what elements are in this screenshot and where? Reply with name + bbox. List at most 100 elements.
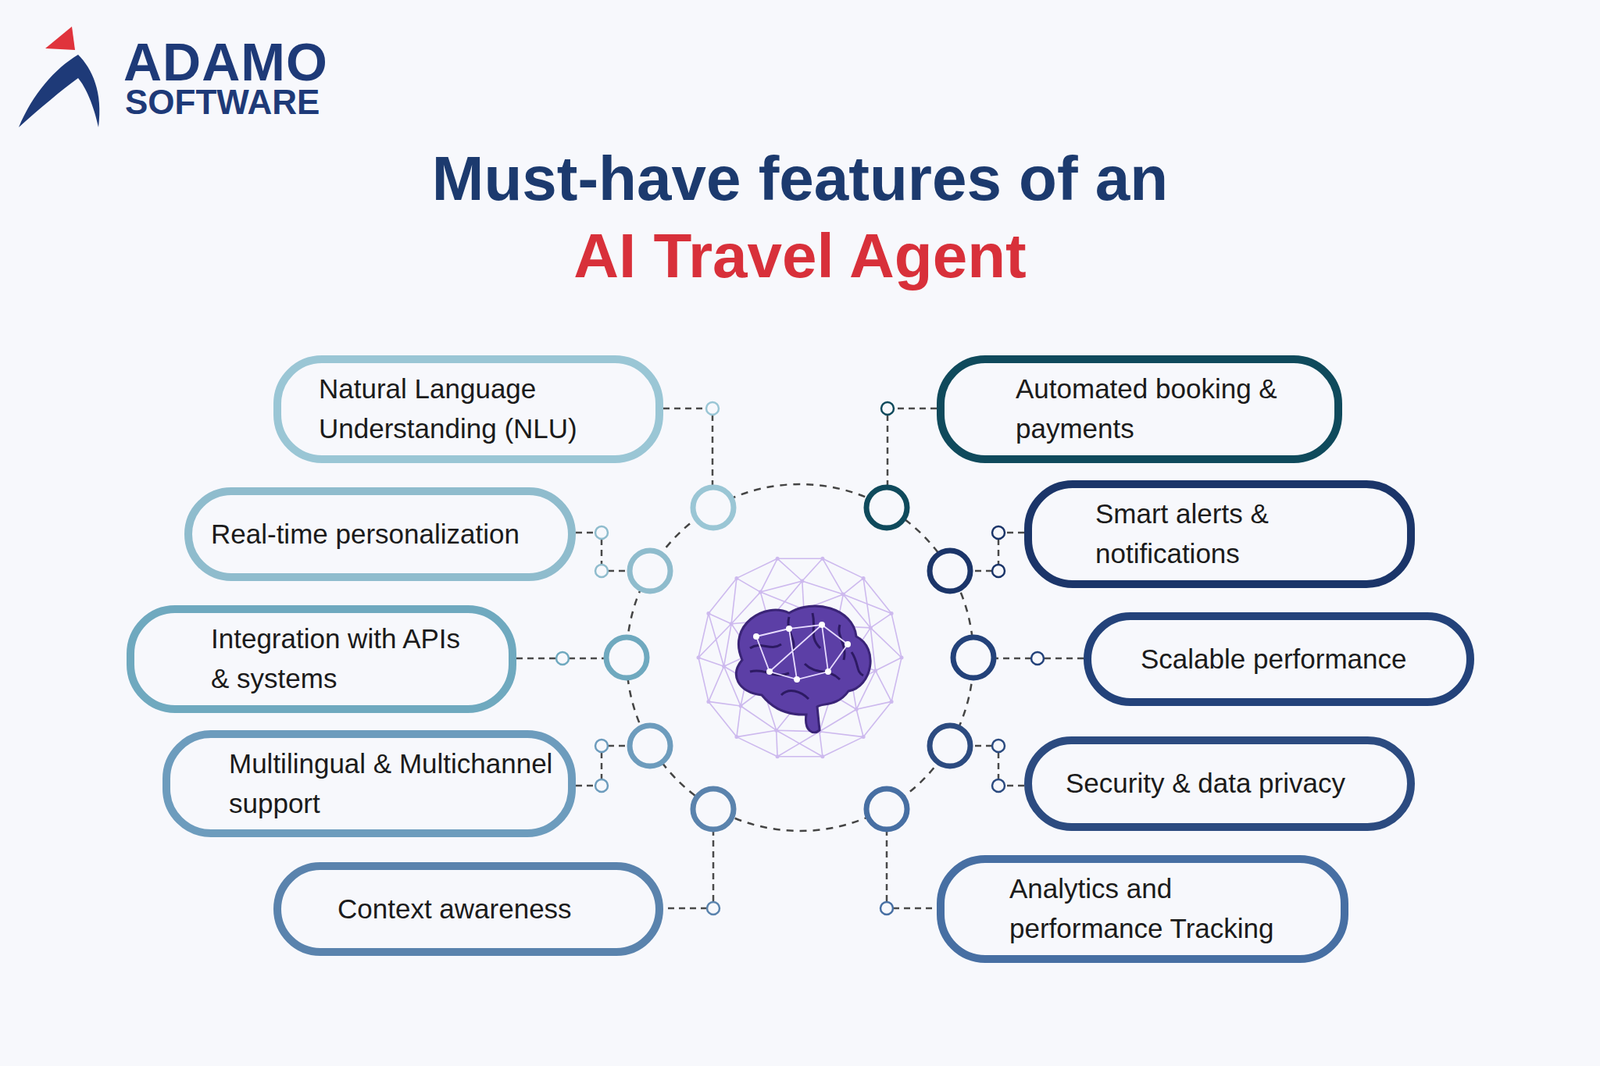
mesh-line — [708, 614, 725, 668]
mesh-line — [870, 628, 902, 658]
mesh-line — [736, 730, 777, 737]
mesh-dot — [739, 704, 743, 709]
mesh-dot — [696, 656, 701, 661]
leader-dot — [992, 564, 1005, 578]
mesh-dot — [734, 735, 739, 740]
leader-dot — [556, 652, 569, 665]
dashed-ring — [626, 484, 974, 832]
ring-node — [929, 725, 971, 767]
mesh-dot — [861, 576, 866, 581]
logo-subword: SOFTWARE — [125, 82, 320, 122]
mesh-line — [740, 706, 777, 731]
feature-label: Real-time personalization — [210, 514, 520, 555]
leader-dot — [706, 402, 719, 415]
mesh-line — [891, 614, 902, 658]
mesh-line — [708, 701, 741, 707]
mesh-dot — [775, 754, 780, 759]
leader-line — [887, 408, 937, 488]
mesh-line — [708, 578, 737, 614]
wireframe-sphere — [696, 557, 904, 759]
leader-dot — [992, 779, 1005, 793]
feature-pill: Automated booking & payments — [936, 355, 1343, 464]
mesh-line — [875, 671, 893, 703]
mesh-line — [802, 581, 804, 610]
logo-triangle — [45, 26, 75, 50]
logo-mark — [18, 26, 100, 128]
mesh-dot — [889, 700, 894, 704]
feature-pill: Smart alerts & notifications — [1024, 480, 1415, 589]
mesh-line — [736, 706, 741, 738]
mesh-line — [822, 737, 864, 758]
mesh-dot — [774, 728, 779, 733]
mesh-line — [802, 558, 823, 582]
mesh-dot — [861, 735, 866, 740]
mesh-dot — [706, 611, 711, 616]
ring-node — [866, 789, 908, 830]
mesh-line — [698, 657, 709, 702]
feature-pill: Real-time personalization — [184, 487, 576, 582]
mesh-dot — [775, 557, 780, 561]
mesh-line — [776, 730, 823, 758]
mesh-line — [731, 578, 737, 624]
leader-dot — [881, 402, 894, 415]
feature-label: Scalable performance — [1140, 639, 1407, 680]
feature-label: Multilingual & Multichannel support — [228, 744, 558, 825]
brain-shape — [735, 606, 871, 733]
leader-line — [663, 408, 713, 488]
mesh-dot — [841, 592, 846, 597]
mesh-dot — [734, 576, 739, 581]
title: Must-have features of an — [0, 142, 1600, 215]
mesh-dot — [721, 664, 726, 669]
leader-dot — [707, 902, 720, 915]
title-highlight: AI Travel Agent — [0, 220, 1600, 293]
leader-dot — [595, 779, 608, 793]
leader-dot — [992, 739, 1005, 753]
ring-circles — [606, 487, 994, 830]
mesh-dot — [820, 557, 825, 561]
mesh-line — [842, 578, 864, 595]
leader-dot — [992, 526, 1005, 540]
mesh-dot — [729, 621, 734, 626]
ring-node — [866, 487, 908, 529]
ring-node — [953, 637, 994, 679]
mesh-dot — [820, 754, 825, 759]
mesh-line — [698, 614, 709, 658]
logo-swoosh — [18, 54, 100, 128]
leader-dot — [595, 526, 608, 540]
feature-label: Natural Language Understanding (NLU) — [318, 369, 632, 450]
feature-label: Security & data privacy — [1065, 764, 1346, 804]
mesh-line — [760, 558, 778, 593]
leader-lines — [516, 402, 1084, 915]
mesh-line — [802, 581, 844, 595]
mesh-line — [736, 737, 778, 758]
mesh-line — [698, 657, 725, 667]
mesh-dot — [868, 625, 873, 630]
mesh-dot — [800, 579, 804, 584]
leader-dot — [595, 564, 608, 578]
mesh-line — [708, 701, 737, 737]
mesh-line — [760, 592, 804, 610]
mesh-line — [891, 657, 902, 702]
mesh-line — [736, 578, 761, 593]
mesh-line — [760, 581, 802, 593]
mesh-dot — [854, 707, 859, 712]
mesh-line — [708, 614, 732, 625]
feature-pill: Integration with APIs & systems — [126, 605, 517, 714]
mesh-line — [856, 701, 892, 710]
feature-label: Integration with APIs & systems — [210, 619, 469, 700]
mesh-line — [777, 557, 823, 560]
feature-pill: Natural Language Understanding (NLU) — [273, 355, 664, 464]
mesh-line — [819, 732, 864, 738]
ring-node — [606, 637, 647, 679]
mesh-line — [777, 558, 803, 582]
mesh-line — [724, 624, 733, 667]
mesh-line — [777, 732, 820, 758]
mesh-line — [736, 558, 778, 579]
ring-node — [929, 550, 971, 592]
ring-node — [692, 487, 734, 529]
feature-label: Automated booking & payments — [1015, 369, 1313, 450]
leader-dot — [880, 902, 893, 915]
leader-dot — [595, 739, 608, 753]
ring-node — [629, 725, 671, 767]
feature-pill: Scalable performance — [1083, 612, 1475, 707]
